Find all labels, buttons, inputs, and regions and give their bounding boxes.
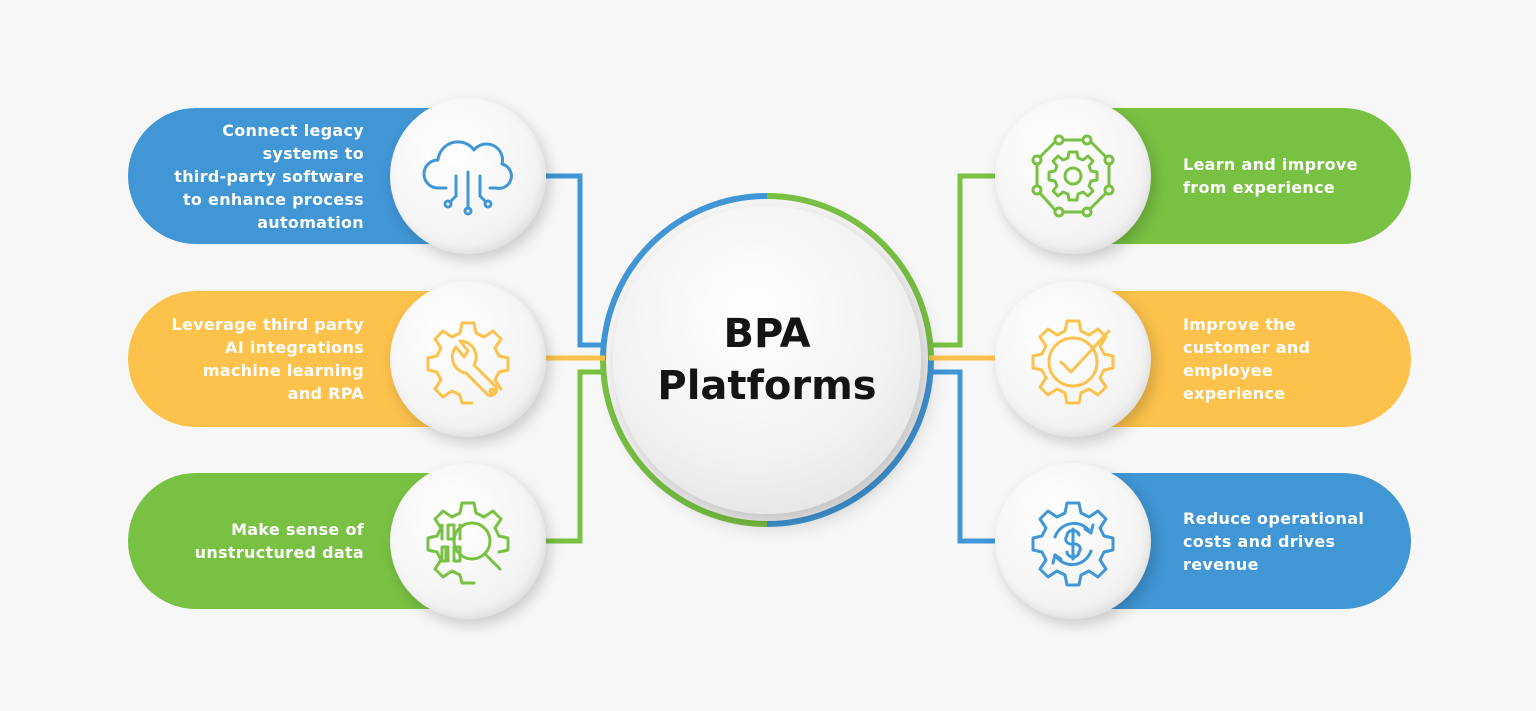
pill-unstructured-data: Make sense of unstructured data (128, 473, 438, 609)
gear-wrench-icon (426, 321, 510, 405)
pill-ai-integrations: Leverage third party AI integrations mac… (128, 291, 438, 427)
icon-disk-right-top (995, 98, 1151, 254)
binary-search-gear-icon (426, 501, 510, 585)
gear-network-icon (1031, 134, 1115, 218)
connector-left-bottom (545, 369, 605, 544)
connector-left-top (545, 173, 605, 348)
dollar-cycle-gear-icon (1031, 501, 1115, 587)
icon-disk-left-middle (390, 281, 546, 437)
icon-disk-right-bottom (995, 463, 1151, 619)
center-title-line2: Platforms (657, 363, 877, 409)
center-title-line1: BPA (723, 311, 811, 357)
pill-text: Connect legacy systems to third-party so… (174, 120, 364, 232)
connector-right-top (929, 173, 995, 348)
connector-right-bottom (929, 369, 995, 544)
pill-text: Improve the customer and employee experi… (1183, 315, 1311, 403)
ring-arc-top-left (600, 193, 768, 361)
cloud-network-icon (422, 140, 513, 216)
pill-customer-experience: Improve the customer and employee experi… (1095, 291, 1411, 427)
pill-legacy-systems: Connect legacy systems to third-party so… (128, 108, 438, 244)
ring-arc-bottom-right (766, 359, 934, 527)
ring-arc-top-right (766, 193, 934, 361)
icon-disk-left-top (390, 98, 546, 254)
ring-arc-bottom-left (600, 359, 768, 527)
pill-text: Learn and improve from experience (1183, 155, 1358, 197)
center-circle: BPA Platforms (613, 206, 921, 514)
pill-text: Make sense of unstructured data (194, 520, 364, 562)
icon-disk-right-middle (995, 281, 1151, 437)
pill-text: Reduce operational costs and drives reve… (1183, 508, 1365, 574)
pill-text: Leverage third party AI integrations mac… (171, 315, 364, 403)
gear-check-icon (1031, 319, 1115, 405)
icon-disk-left-bottom (390, 463, 546, 619)
